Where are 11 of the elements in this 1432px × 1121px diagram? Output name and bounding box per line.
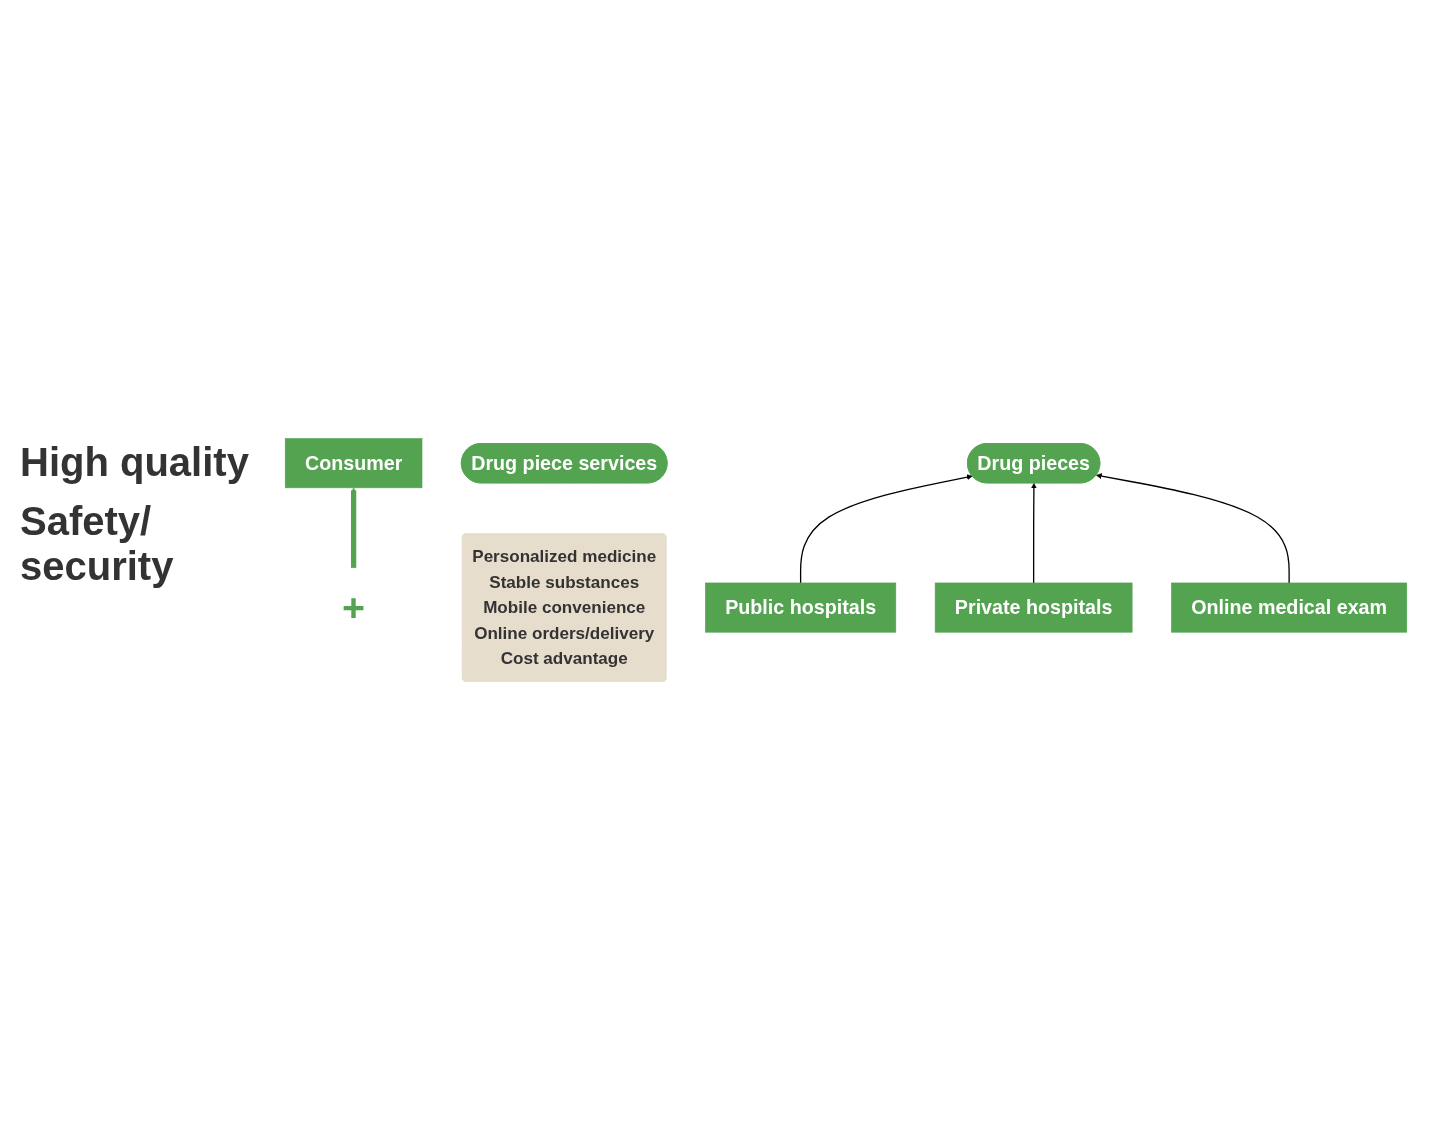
node-box: Online medical exam <box>1171 582 1408 633</box>
bullet-text: High quality <box>20 440 250 485</box>
arrow <box>1096 473 1290 584</box>
node-box: Private hospitals <box>934 582 1133 633</box>
arrow <box>1031 482 1037 584</box>
node-box: Public hospitals <box>705 582 897 633</box>
node-text: + <box>342 585 366 630</box>
arrow <box>350 487 357 569</box>
arrow <box>799 474 973 584</box>
bullet-text: Safety/ security <box>20 499 175 589</box>
node-box: Consumer <box>284 438 423 489</box>
